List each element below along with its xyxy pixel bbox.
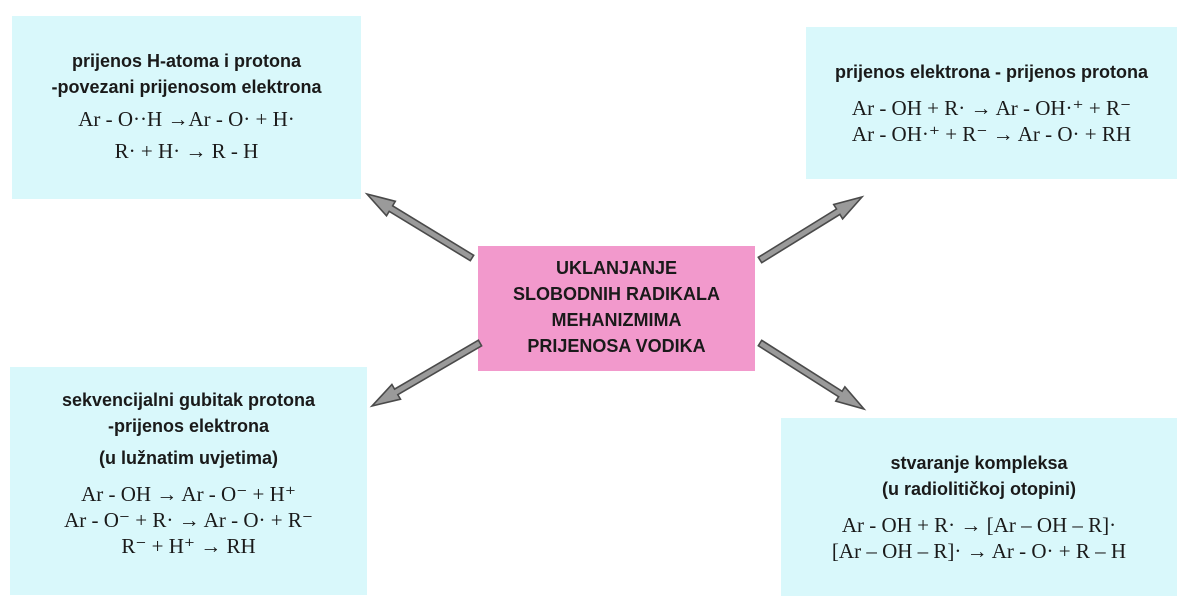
equation: Ar - O⁻ + R· → Ar - O· + R⁻ [64, 508, 313, 532]
arrow-to-bottom-left [369, 339, 483, 408]
equation: Ar - OH + R· → Ar - OH·⁺ + R⁻ [851, 96, 1132, 120]
box-sequential-proton-loss: sekvencijalni gubitak protona -prijenos … [10, 367, 367, 595]
box-heading-line: (u lužnatim uvjetima) [98, 448, 278, 468]
box-electron-proton-transfer: prijenos elektrona - prijenos protona Ar… [806, 27, 1177, 179]
box-heading-line: (u radiolitičkoj otopini) [882, 479, 1076, 499]
box-h-atom-transfer: prijenos H-atoma i protona -povezani pri… [12, 16, 361, 199]
box-heading-line: prijenos elektrona - prijenos protona [834, 62, 1149, 82]
equation: Ar - O··H →Ar - O· + H· [78, 107, 295, 131]
box-complex-formation: stvaranje kompleksa (u radiolitičkoj oto… [781, 418, 1177, 596]
equation: Ar - OH + R· → [Ar – OH – R]· [841, 513, 1117, 537]
arrow-to-bottom-right [757, 339, 867, 411]
center-title-line: SLOBODNIH RADIKALA [513, 284, 720, 304]
box-heading-line: -povezani prijenosom elektrona [51, 77, 322, 97]
equation: [Ar – OH – R]· → Ar - O· + R – H [831, 539, 1127, 563]
equation: R⁻ + H⁺ → RH [121, 534, 256, 558]
box-heading-line: prijenos H-atoma i protona [71, 51, 302, 71]
arrow-to-top-right [757, 195, 865, 264]
equation: R· + H· → R - H [114, 139, 259, 163]
center-title-line: UKLANJANJE [555, 258, 678, 278]
equation: Ar - OH·⁺ + R⁻ → Ar - O· + RH [851, 122, 1132, 146]
box-heading-line: sekvencijalni gubitak protona [61, 390, 316, 410]
center-topic-box: UKLANJANJE SLOBODNIH RADIKALA MEHANIZMIM… [478, 246, 755, 371]
equation: Ar - OH → Ar - O⁻ + H⁺ [81, 482, 296, 506]
arrow-to-top-left [364, 192, 475, 262]
center-title-line: MEHANIZMIMA [551, 310, 682, 330]
center-title-line: PRIJENOSA VODIKA [527, 336, 706, 356]
box-heading-line: -prijenos elektrona [107, 416, 270, 436]
box-heading-line: stvaranje kompleksa [890, 453, 1068, 473]
